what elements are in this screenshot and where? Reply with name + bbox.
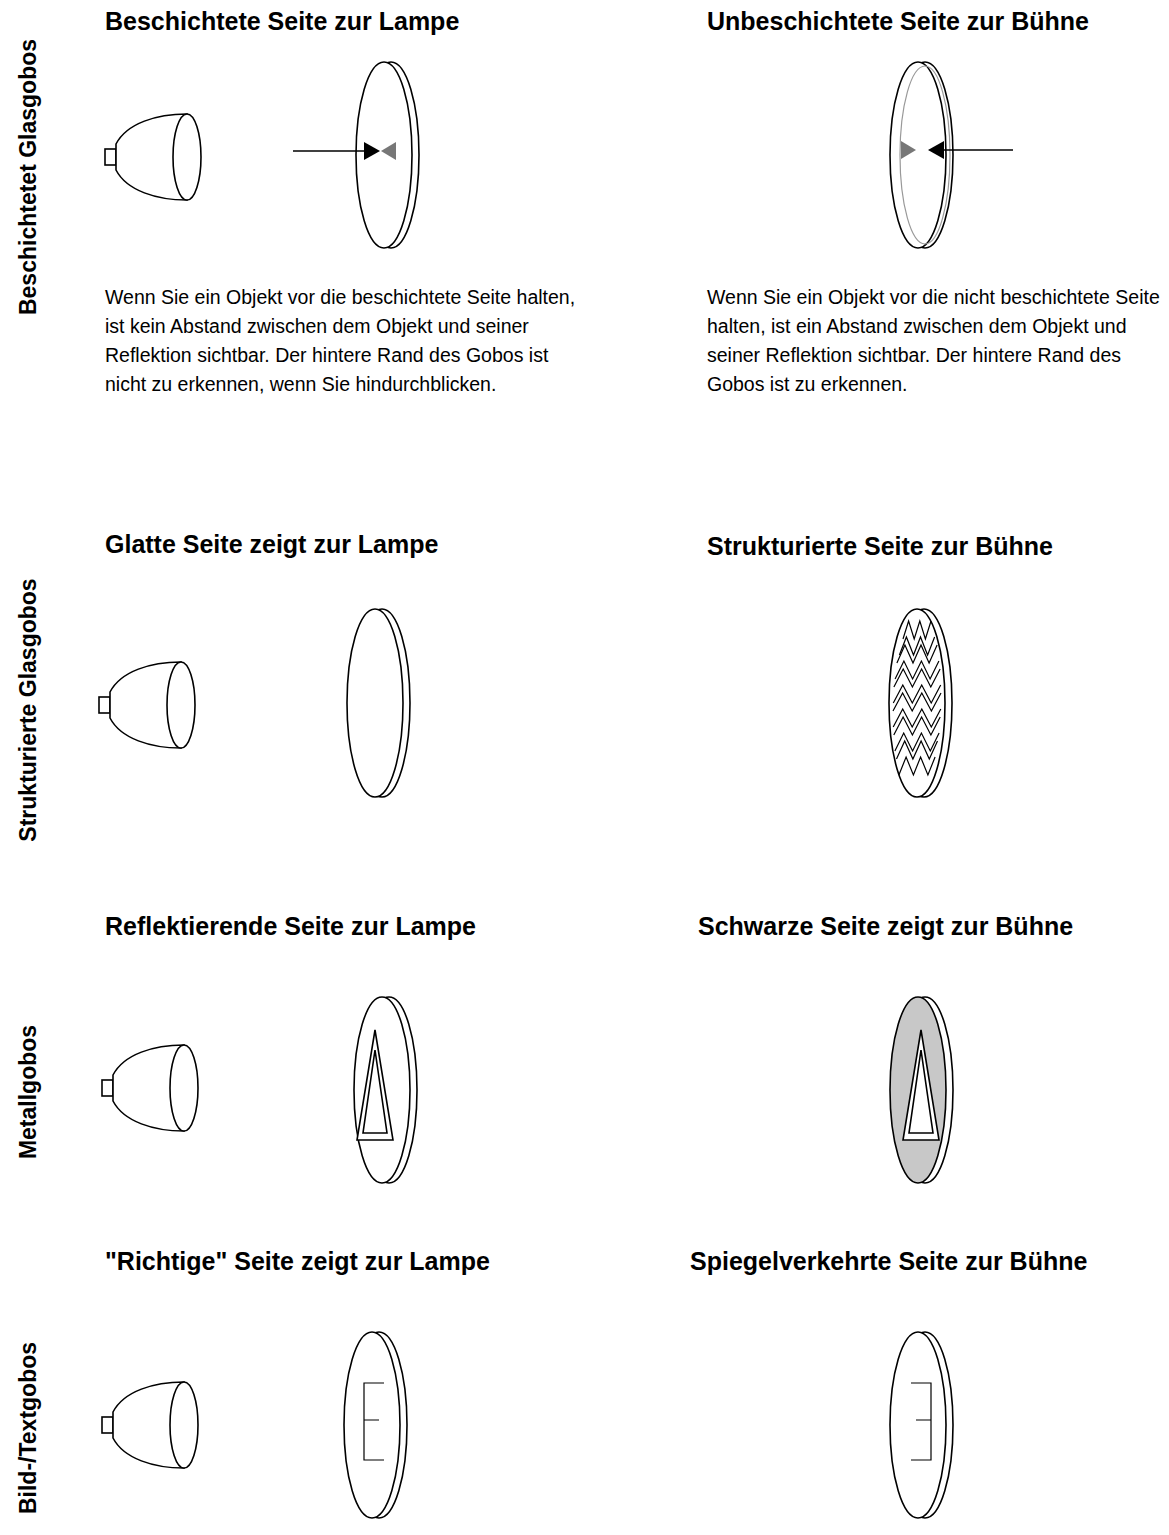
texture-stroke [893, 685, 940, 703]
column-heading: Strukturierte Seite zur Bühne [707, 531, 1053, 561]
reflection-triangle [381, 142, 396, 160]
column-heading: Beschichtete Seite zur Lampe [105, 6, 459, 36]
reflection-triangle [901, 141, 916, 159]
column-heading: "Richtige" Seite zeigt zur Lampe [105, 1246, 490, 1276]
object-triangle [928, 141, 944, 159]
row-label: Strukturierte Glasgobos [14, 578, 42, 841]
column-heading: Reflektierende Seite zur Lampe [105, 911, 476, 941]
column-heading: Spiegelverkehrte Seite zur Bühne [690, 1246, 1087, 1276]
texture-stroke [893, 693, 941, 711]
metal-gobo [354, 997, 417, 1183]
gobo-disc [890, 62, 953, 248]
texture-stroke [894, 669, 940, 687]
texture-stroke [897, 645, 937, 663]
image-gobo [344, 1332, 407, 1518]
column-heading: Glatte Seite zeigt zur Lampe [105, 529, 438, 559]
texture-stroke [897, 741, 938, 759]
note-text: Wenn Sie ein Objekt vor die nicht beschi… [707, 283, 1162, 399]
image-gobo-mirrored [890, 1332, 953, 1518]
note-text: Wenn Sie ein Objekt vor die beschichtete… [105, 283, 583, 399]
texture-stroke [903, 621, 931, 639]
row-label: Beschichtetet Glasgobos [14, 39, 42, 315]
texture-stroke [893, 709, 941, 727]
object-triangle [364, 142, 380, 160]
metal-gobo-black [890, 997, 953, 1183]
texture-stroke [899, 757, 935, 775]
textured-gobo [889, 609, 952, 797]
column-heading: Unbeschichtete Seite zur Bühne [707, 6, 1089, 36]
texture-stroke [894, 717, 940, 735]
texture-stroke [895, 661, 939, 679]
row-label: Bild-/Textgobos [14, 1342, 42, 1514]
gobo-disc [356, 62, 419, 248]
row-label: Metallgobos [14, 1025, 42, 1159]
gobo-disc [347, 609, 410, 797]
column-heading: Schwarze Seite zeigt zur Bühne [698, 911, 1073, 941]
